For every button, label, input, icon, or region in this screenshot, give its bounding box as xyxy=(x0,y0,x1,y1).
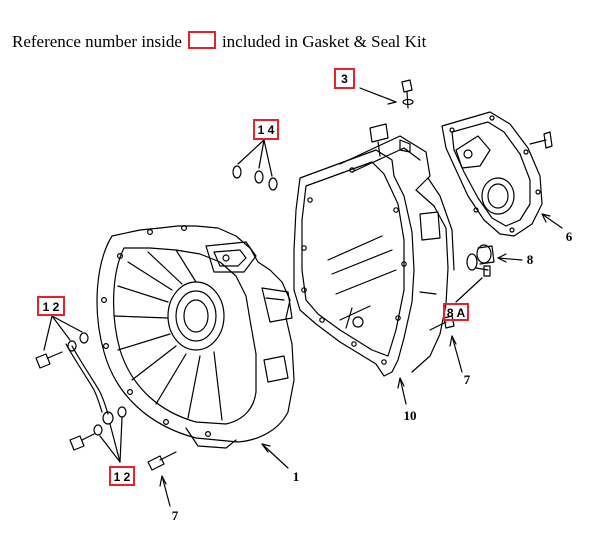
kit-label-12-top: 1 2 xyxy=(43,300,60,314)
kit-label-14: 1 4 xyxy=(258,123,275,137)
kit-box-12-bottom xyxy=(109,466,135,486)
kit-box-12-top xyxy=(37,296,65,316)
callout-6: 6 xyxy=(566,229,573,244)
legend: Reference number inside included in Gaske… xyxy=(12,31,426,52)
plug-8a xyxy=(475,265,491,277)
callout-1: 1 xyxy=(293,469,300,484)
o-rings-14 xyxy=(232,165,278,191)
kit-box-14 xyxy=(253,119,279,140)
leader-lines xyxy=(43,87,563,507)
kit-label-8a: 8 A xyxy=(447,306,466,320)
plug-8 xyxy=(466,244,495,271)
callout-7-case: 7 xyxy=(464,372,471,387)
legend-text-after: included in Gasket & Seal Kit xyxy=(221,32,427,51)
kit-boxes xyxy=(37,68,469,486)
kit-box-8a xyxy=(443,303,469,321)
bolt-3 xyxy=(401,79,414,109)
kit-label-3: 3 xyxy=(341,72,348,86)
legend-text-before: Reference number inside xyxy=(12,32,182,51)
callout-7-lower: 7 xyxy=(172,508,179,523)
kit-label-12-bottom: 1 2 xyxy=(114,470,131,484)
callout-8: 8 xyxy=(527,252,534,267)
bolt-7-lower xyxy=(147,451,177,471)
hardware-12 xyxy=(35,332,127,451)
transmission-case xyxy=(293,123,455,377)
callout-10: 10 xyxy=(404,408,417,423)
legend-kit-box xyxy=(187,31,216,49)
rear-cover xyxy=(441,111,553,237)
flywheel-housing xyxy=(96,225,295,449)
kit-box-3 xyxy=(334,68,355,89)
bolt-7-case xyxy=(429,315,455,331)
